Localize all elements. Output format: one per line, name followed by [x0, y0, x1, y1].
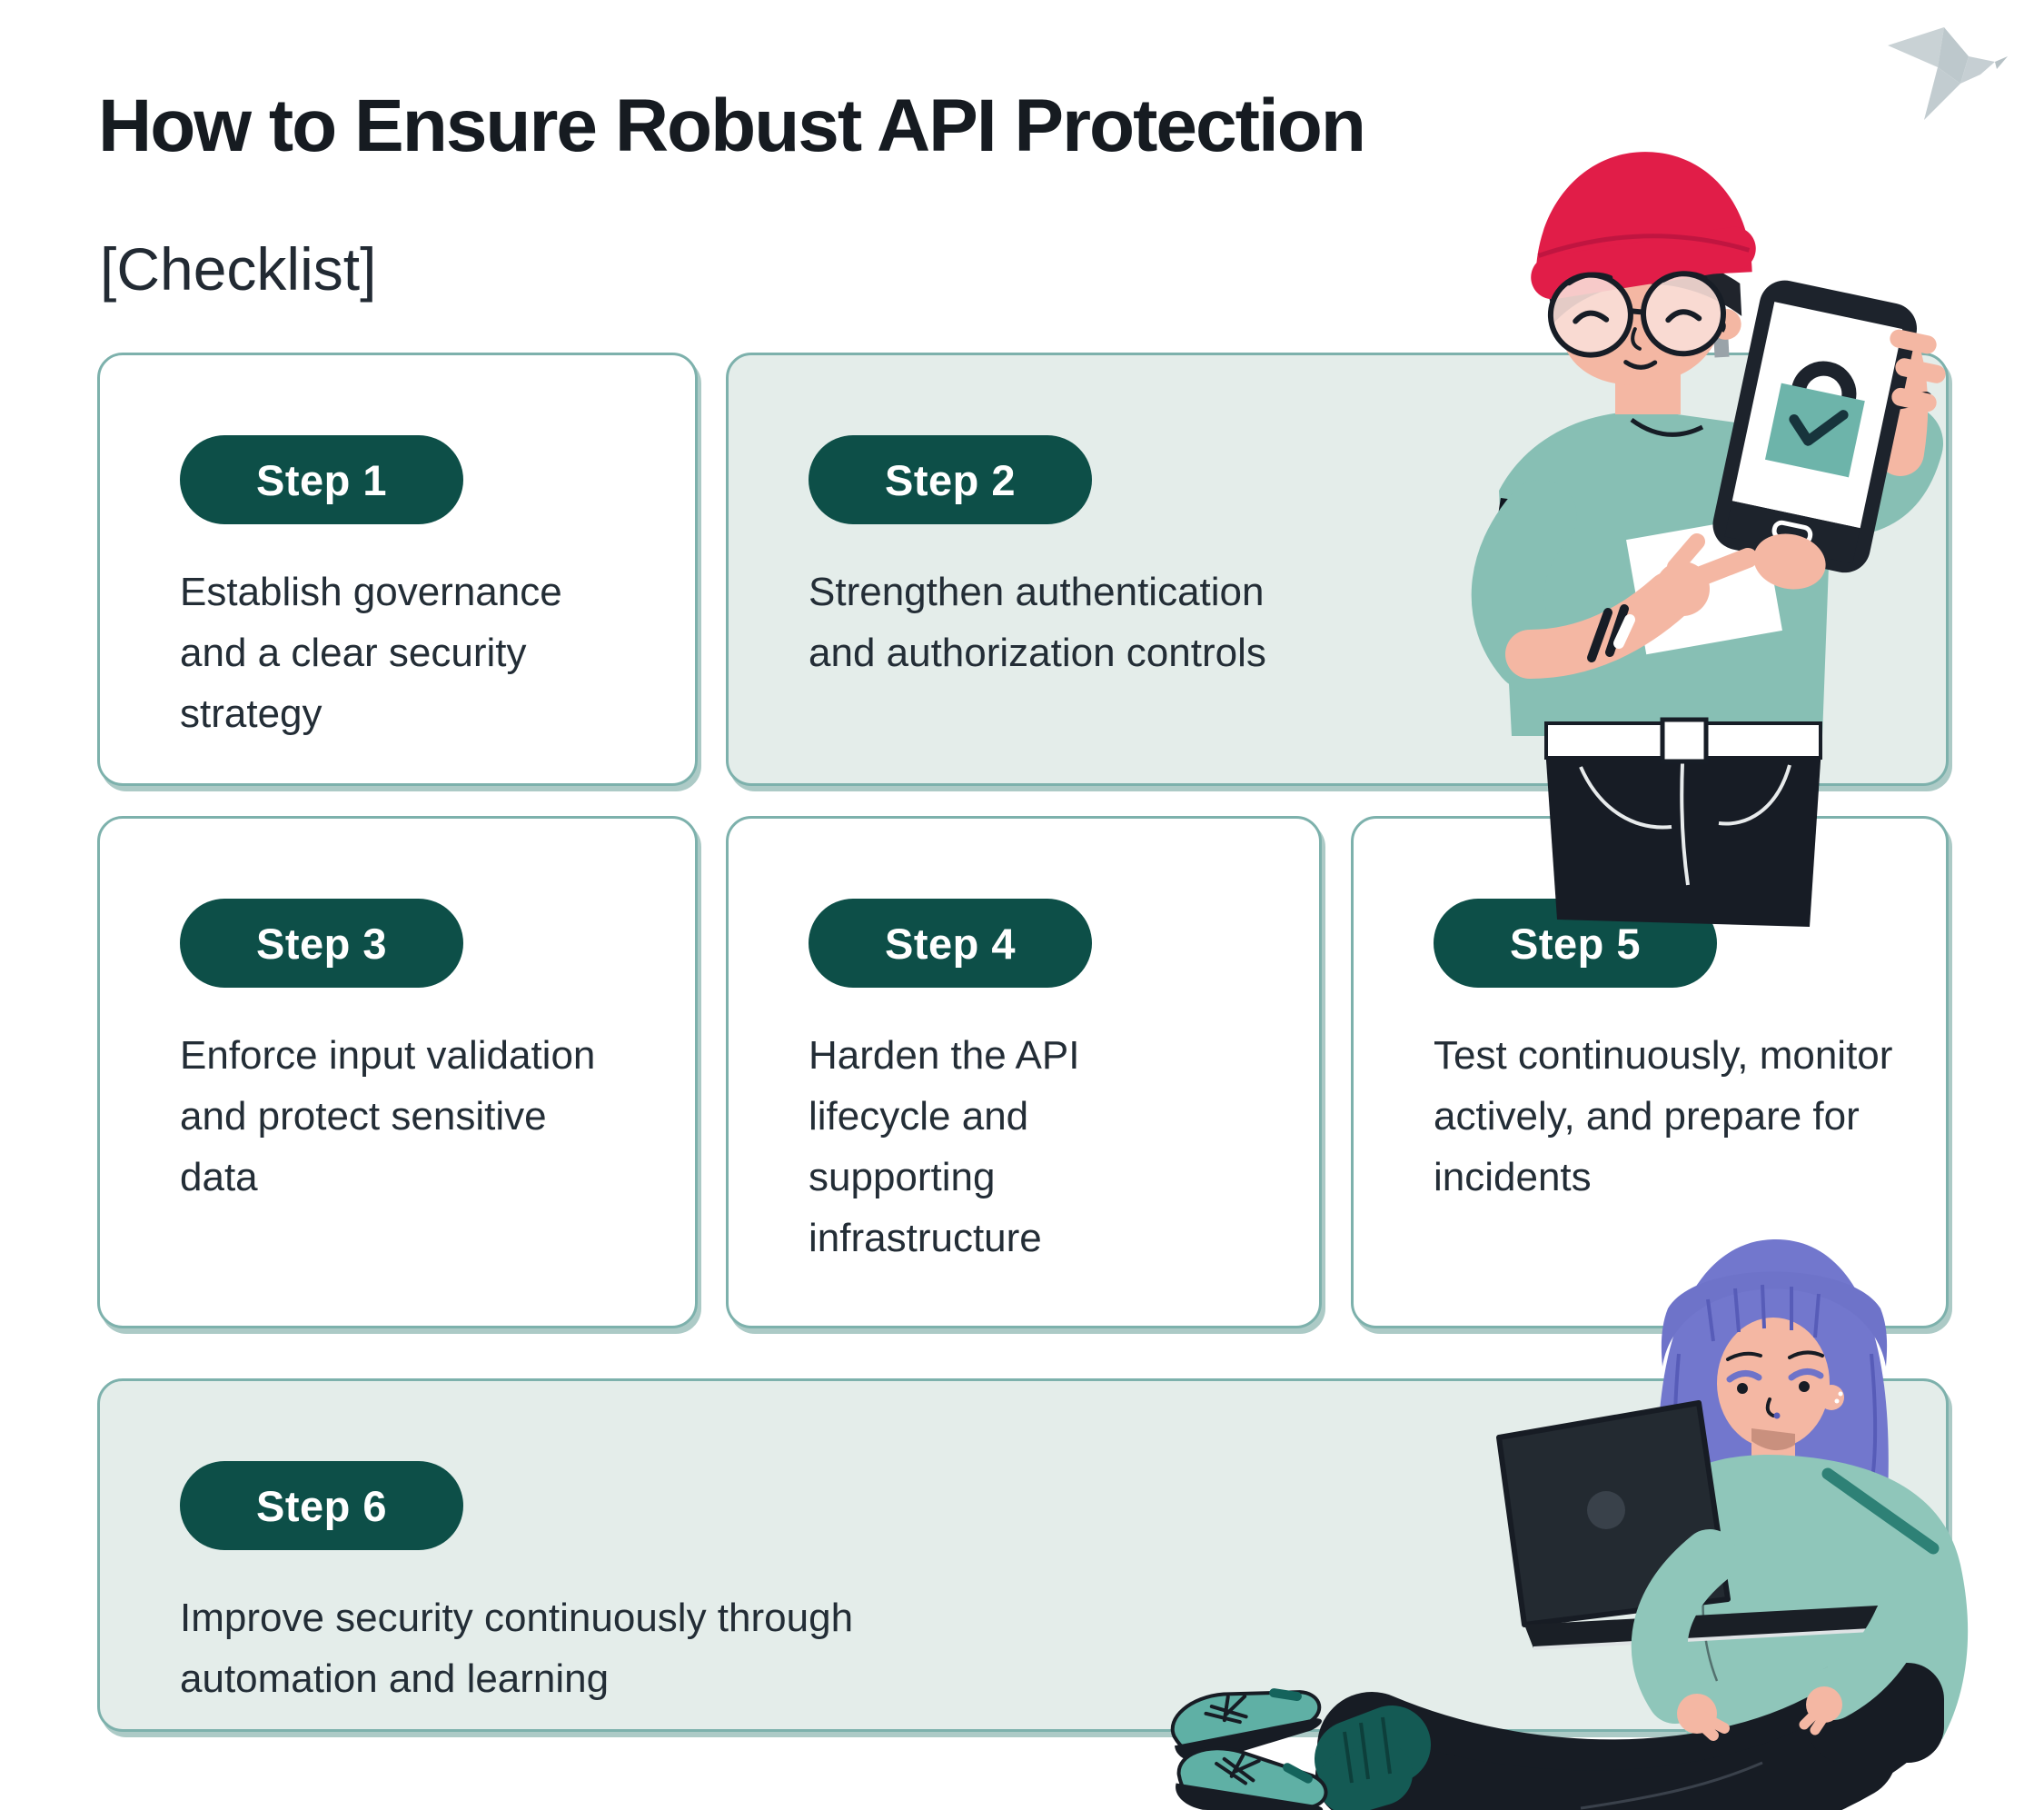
step-3-badge: Step 3 — [180, 899, 463, 988]
sneaker-icon — [1176, 1746, 1328, 1810]
step-6-card: Step 6 Improve security continuously thr… — [97, 1378, 1949, 1732]
page-subtitle: [Checklist] — [100, 235, 377, 303]
step-1-description: Establish governance and a clear securit… — [180, 570, 562, 736]
step-4-card: Step 4 Harden the API lifecycle and supp… — [726, 816, 1322, 1328]
origami-bird-logo — [1888, 27, 2008, 120]
step-5-description: Test continuously, monitor actively, and… — [1434, 1033, 1893, 1199]
step-5-card: Step 5 Test continuously, monitor active… — [1351, 816, 1949, 1328]
step-5-badge: Step 5 — [1434, 899, 1717, 988]
step-2-description: Strengthen authentication and authorizat… — [809, 570, 1266, 675]
step-6-badge: Step 6 — [180, 1461, 463, 1550]
step-3-card: Step 3 Enforce input validation and prot… — [97, 816, 698, 1328]
step-2-badge: Step 2 — [809, 435, 1092, 524]
step-4-description: Harden the API lifecycle and supporting … — [809, 1033, 1080, 1260]
step-1-card: Step 1 Establish governance and a clear … — [97, 353, 698, 786]
step-1-badge: Step 1 — [180, 435, 463, 524]
page-title: How to Ensure Robust API Protection — [98, 85, 1366, 167]
step-4-badge: Step 4 — [809, 899, 1092, 988]
step-3-description: Enforce input validation and protect sen… — [180, 1033, 596, 1199]
step-6-description: Improve security continuously through au… — [180, 1596, 854, 1701]
step-2-card: Step 2 Strengthen authentication and aut… — [726, 353, 1949, 786]
